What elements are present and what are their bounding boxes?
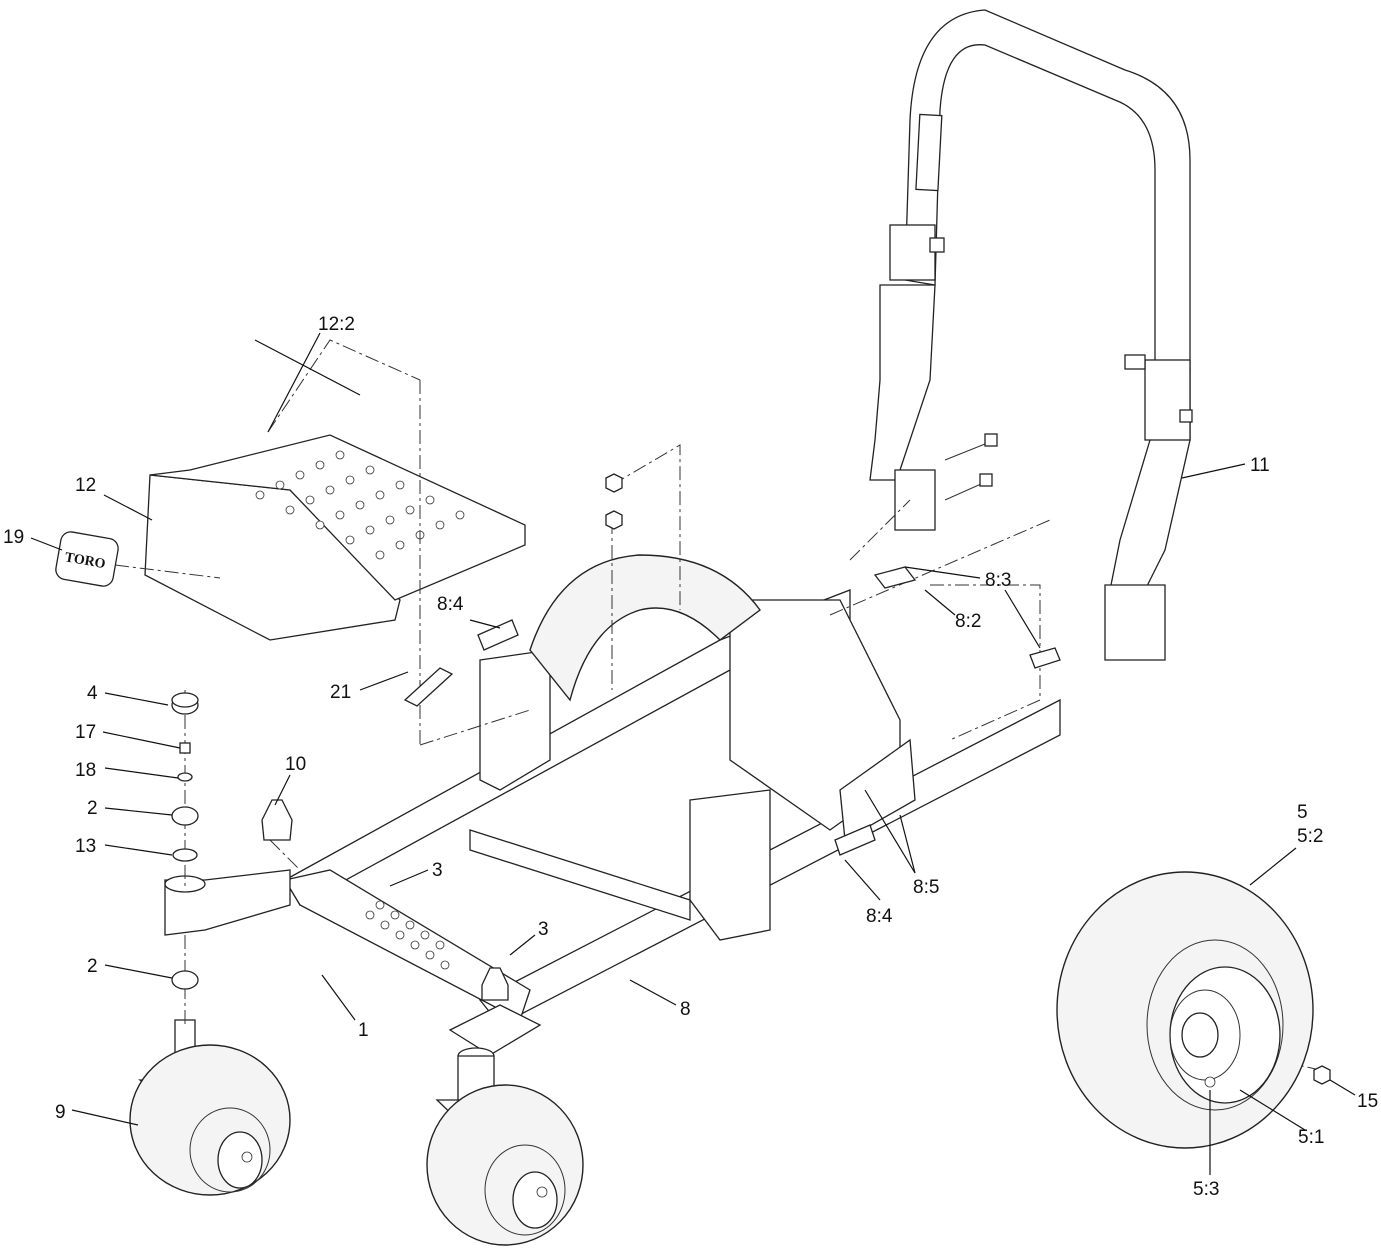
caster-wheel-left bbox=[129, 1044, 291, 1196]
callout-11: 11 bbox=[1250, 455, 1270, 476]
callout-12: 12 bbox=[75, 475, 96, 496]
decals bbox=[477, 566, 1061, 856]
callout-2b: 2 bbox=[87, 956, 98, 977]
callout-labels: 12:2 12 19 8:4 21 4 17 18 10 2 13 3 3 2 … bbox=[3, 314, 1378, 1200]
callout-8-5: 8:5 bbox=[913, 877, 939, 898]
nuts bbox=[605, 473, 623, 530]
toro-logo: TORO bbox=[55, 531, 119, 587]
foot-plate bbox=[144, 434, 526, 641]
callout-9: 9 bbox=[55, 1102, 66, 1123]
callout-8-4a: 8:4 bbox=[437, 594, 464, 615]
callout-5: 5 bbox=[1297, 802, 1308, 823]
callout-5-1: 5:1 bbox=[1298, 1127, 1324, 1148]
leader-lines bbox=[30, 332, 1356, 1175]
callout-8-4b: 8:4 bbox=[866, 906, 893, 927]
callout-1: 1 bbox=[358, 1020, 369, 1041]
callout-18: 18 bbox=[75, 760, 96, 781]
callout-3b: 3 bbox=[538, 919, 549, 940]
rear-tire-hidden bbox=[529, 554, 761, 702]
callout-8-2: 8:2 bbox=[955, 611, 981, 632]
callout-17: 17 bbox=[75, 722, 96, 743]
caster-stack bbox=[171, 692, 199, 990]
callout-10: 10 bbox=[285, 754, 306, 775]
rear-wheel bbox=[1056, 871, 1331, 1149]
callout-13: 13 bbox=[75, 836, 96, 857]
grommet-21 bbox=[403, 667, 454, 707]
callout-5-3: 5:3 bbox=[1193, 1179, 1219, 1200]
callout-8: 8 bbox=[680, 999, 691, 1020]
plate-holes bbox=[255, 450, 465, 560]
callout-19: 19 bbox=[3, 527, 24, 548]
caster-wheel-right bbox=[426, 1084, 584, 1246]
callout-3a: 3 bbox=[432, 860, 443, 881]
main-frame bbox=[164, 589, 1061, 1116]
roll-bar bbox=[869, 9, 1193, 661]
bumper-10 bbox=[261, 799, 293, 841]
callout-12-2: 12:2 bbox=[318, 314, 355, 335]
deck-holes bbox=[365, 900, 450, 970]
callout-4: 4 bbox=[87, 683, 98, 704]
callout-5-2: 5:2 bbox=[1297, 826, 1323, 847]
callout-2a: 2 bbox=[87, 798, 98, 819]
callout-8-3: 8:3 bbox=[985, 570, 1011, 591]
toro-logo-text: TORO bbox=[64, 550, 107, 572]
callout-21: 21 bbox=[330, 682, 351, 703]
bumper-rear bbox=[481, 967, 509, 1001]
callout-15: 15 bbox=[1357, 1091, 1378, 1112]
